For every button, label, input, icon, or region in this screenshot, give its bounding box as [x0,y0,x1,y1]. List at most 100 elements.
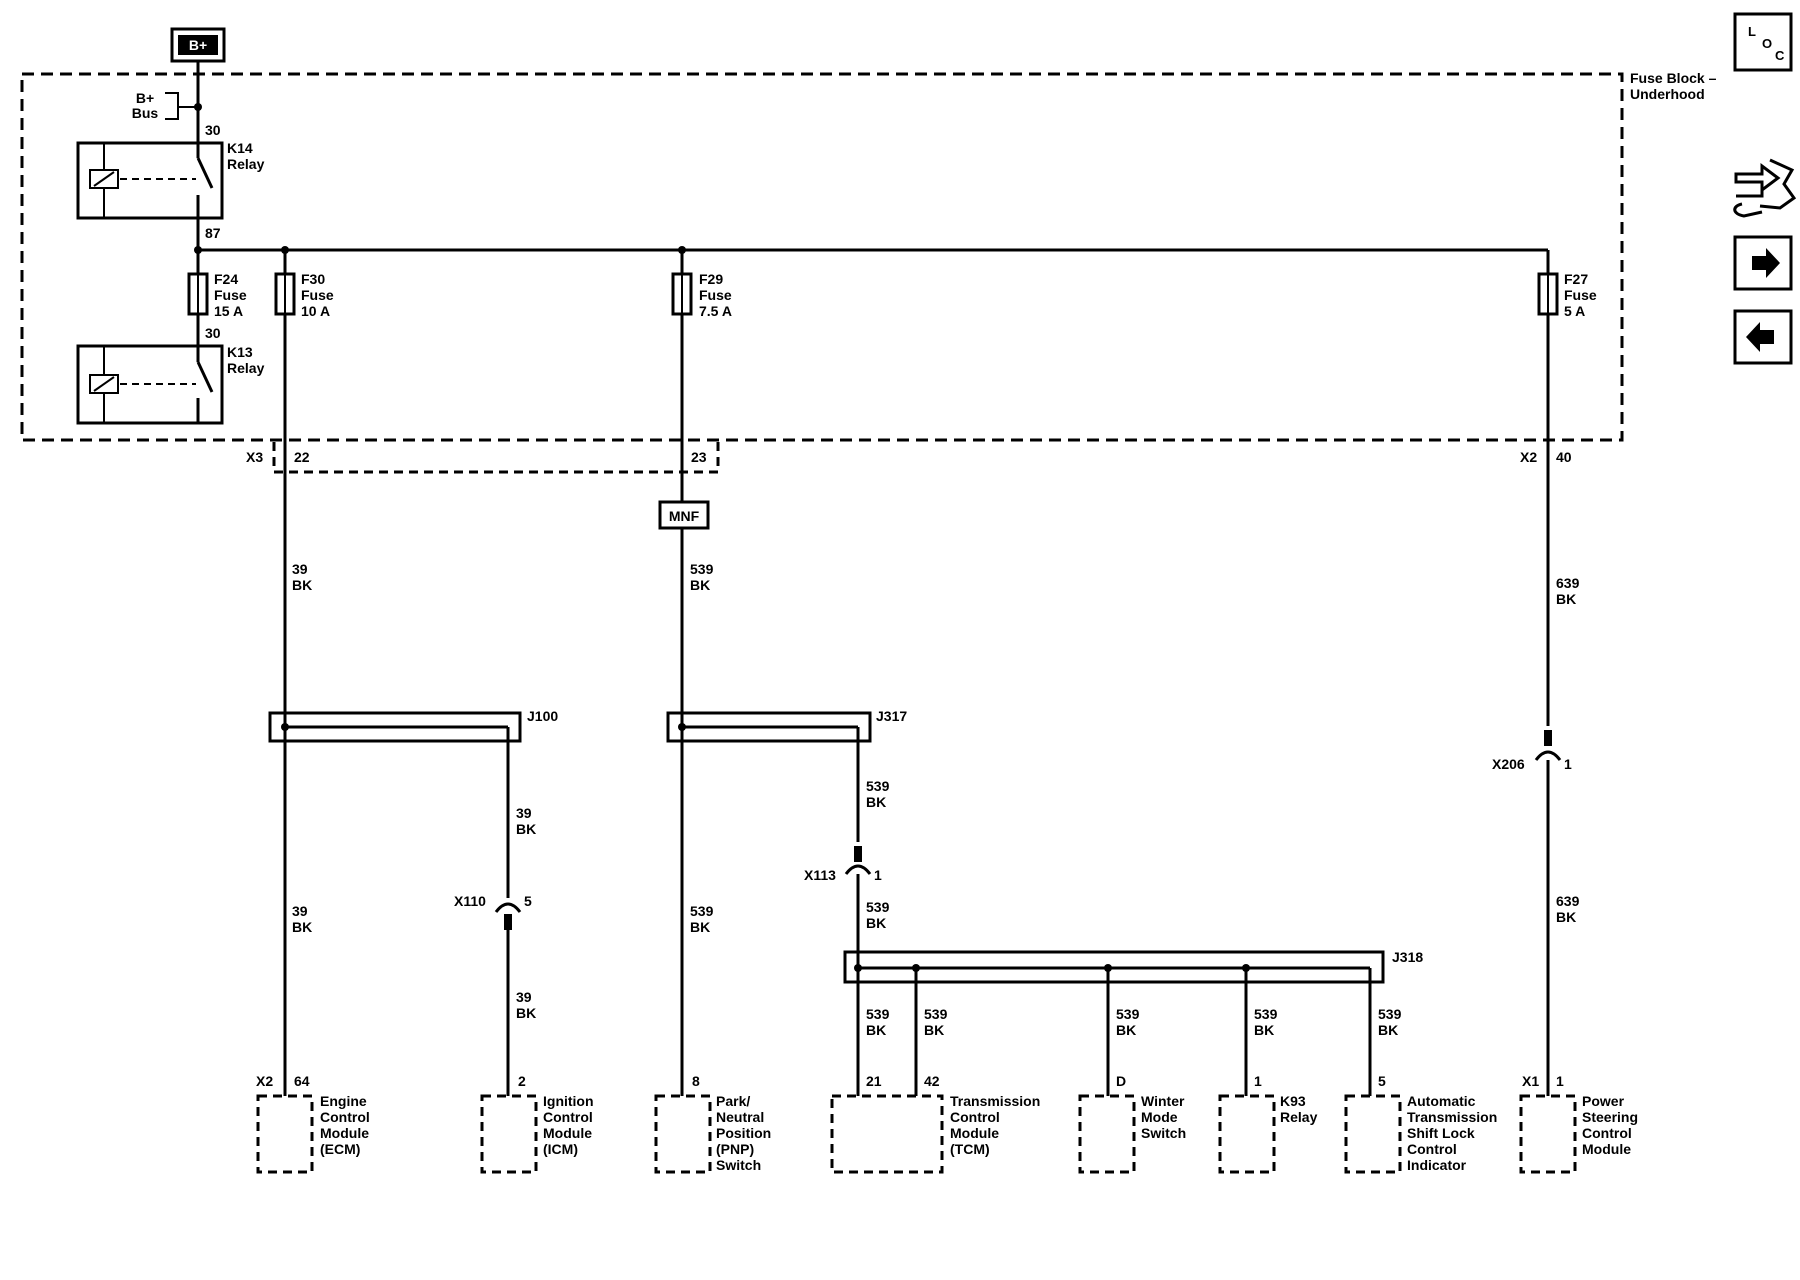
svg-text:Module: Module [543,1125,592,1141]
component-power-steering-module: X1 1 Power Steering Control Module [1519,1073,1638,1174]
svg-text:Transmission: Transmission [950,1093,1040,1109]
component-pnp-switch: 8 Park/ Neutral Position (PNP) Switch [654,1073,771,1174]
svg-text:Fuse: Fuse [214,287,247,303]
svg-text:Indicator: Indicator [1407,1157,1467,1173]
svg-text:87: 87 [205,225,221,241]
svg-text:Fuse: Fuse [699,287,732,303]
component-tcm: 21 42 Transmission Control Module (TCM) [830,1073,1040,1174]
svg-text:BK: BK [292,919,312,935]
power-label: B+ [189,37,207,53]
svg-text:Neutral: Neutral [716,1109,764,1125]
svg-text:Module: Module [320,1125,369,1141]
connector-x2-fuse-block: X2 40 [1520,449,1572,465]
loc-icon[interactable]: L O C [1733,12,1793,72]
next-page-icon[interactable] [1733,235,1793,291]
fuse-f29: F29 Fuse 7.5 A [671,271,732,319]
svg-text:K13: K13 [227,344,253,360]
svg-text:X113: X113 [804,867,836,883]
svg-text:1: 1 [1254,1073,1262,1089]
fuse-block-title: Fuse Block – [1630,70,1717,86]
splice-j317: J317 [666,708,907,743]
relay-k14: 30 K14 Relay 87 [76,122,265,241]
svg-text:30: 30 [205,122,221,138]
inline-connector-x113: X113 1 [804,846,882,883]
connector-view-icon[interactable] [1733,158,1797,218]
svg-text:Position: Position [716,1125,771,1141]
svg-text:10 A: 10 A [301,303,330,319]
wire-label-circuit: 539 [690,561,714,577]
svg-text:Control: Control [1582,1125,1632,1141]
svg-text:539: 539 [1254,1006,1278,1022]
svg-text:21: 21 [866,1073,882,1089]
svg-text:30: 30 [205,325,221,341]
svg-text:(PNP): (PNP) [716,1141,754,1157]
svg-text:39: 39 [516,989,532,1005]
svg-text:J317: J317 [876,708,907,724]
svg-text:23: 23 [691,449,707,465]
svg-text:X3: X3 [246,449,263,465]
svg-text:X110: X110 [454,893,486,909]
svg-text:Switch: Switch [1141,1125,1186,1141]
svg-text:39: 39 [292,903,308,919]
svg-text:42: 42 [924,1073,940,1089]
connector-x3: X3 22 23 [246,442,720,474]
svg-text:F24: F24 [214,271,238,287]
fuse-block-underhood [20,72,1624,442]
svg-text:F30: F30 [301,271,325,287]
svg-text:C: C [1775,48,1785,63]
component-k93-relay: 1 K93 Relay [1218,1073,1318,1174]
svg-text:Park/: Park/ [716,1093,750,1109]
svg-text:39: 39 [516,805,532,821]
svg-text:J100: J100 [527,708,558,724]
svg-text:Transmission: Transmission [1407,1109,1497,1125]
battery-positive-source: B+ [170,27,226,63]
svg-text:Control: Control [320,1109,370,1125]
relay-k13: 30 K13 Relay [76,325,265,425]
svg-text:BK: BK [516,1005,536,1021]
svg-text:K93: K93 [1280,1093,1306,1109]
inline-connector-x110: X110 5 [454,893,532,930]
svg-text:BK: BK [1254,1022,1274,1038]
splice-j100: J100 [268,708,558,743]
previous-page-icon[interactable] [1733,309,1793,365]
svg-text:BK: BK [690,919,710,935]
svg-text:BK: BK [866,915,886,931]
svg-text:Relay: Relay [1280,1109,1318,1125]
svg-text:BK: BK [866,1022,886,1038]
svg-text:Fuse: Fuse [301,287,334,303]
svg-text:5 A: 5 A [1564,303,1585,319]
svg-text:BK: BK [924,1022,944,1038]
svg-text:15 A: 15 A [214,303,243,319]
svg-text:BK: BK [1116,1022,1136,1038]
svg-text:Steering: Steering [1582,1109,1638,1125]
svg-text:X2: X2 [256,1073,273,1089]
svg-text:BK: BK [866,794,886,810]
svg-text:Relay: Relay [227,156,265,172]
component-winter-mode-switch: D Winter Mode Switch [1078,1073,1186,1174]
svg-text:5: 5 [1378,1073,1386,1089]
svg-text:Winter: Winter [1141,1093,1185,1109]
svg-text:L: L [1748,24,1756,39]
svg-text:5: 5 [524,893,532,909]
svg-text:(TCM): (TCM) [950,1141,990,1157]
svg-text:Switch: Switch [716,1157,761,1173]
svg-text:22: 22 [294,449,310,465]
wire-label-color: BK [292,577,312,593]
svg-text:539: 539 [924,1006,948,1022]
svg-text:X206: X206 [1492,756,1525,772]
mnf-box: MNF [658,500,710,530]
svg-text:Relay: Relay [227,360,265,376]
svg-text:Control: Control [950,1109,1000,1125]
svg-text:8: 8 [692,1073,700,1089]
svg-text:J318: J318 [1392,949,1423,965]
svg-text:K14: K14 [227,140,253,156]
wire-label-color: BK [690,577,710,593]
svg-text:Control: Control [1407,1141,1457,1157]
fuse-f27: F27 Fuse 5 A [1537,271,1597,319]
component-ecm: X2 64 Engine Control Module (ECM) [256,1073,370,1174]
svg-text:MNF: MNF [669,508,700,524]
svg-text:Engine: Engine [320,1093,367,1109]
svg-text:X1: X1 [1522,1073,1539,1089]
svg-text:539: 539 [866,899,890,915]
svg-text:64: 64 [294,1073,310,1089]
